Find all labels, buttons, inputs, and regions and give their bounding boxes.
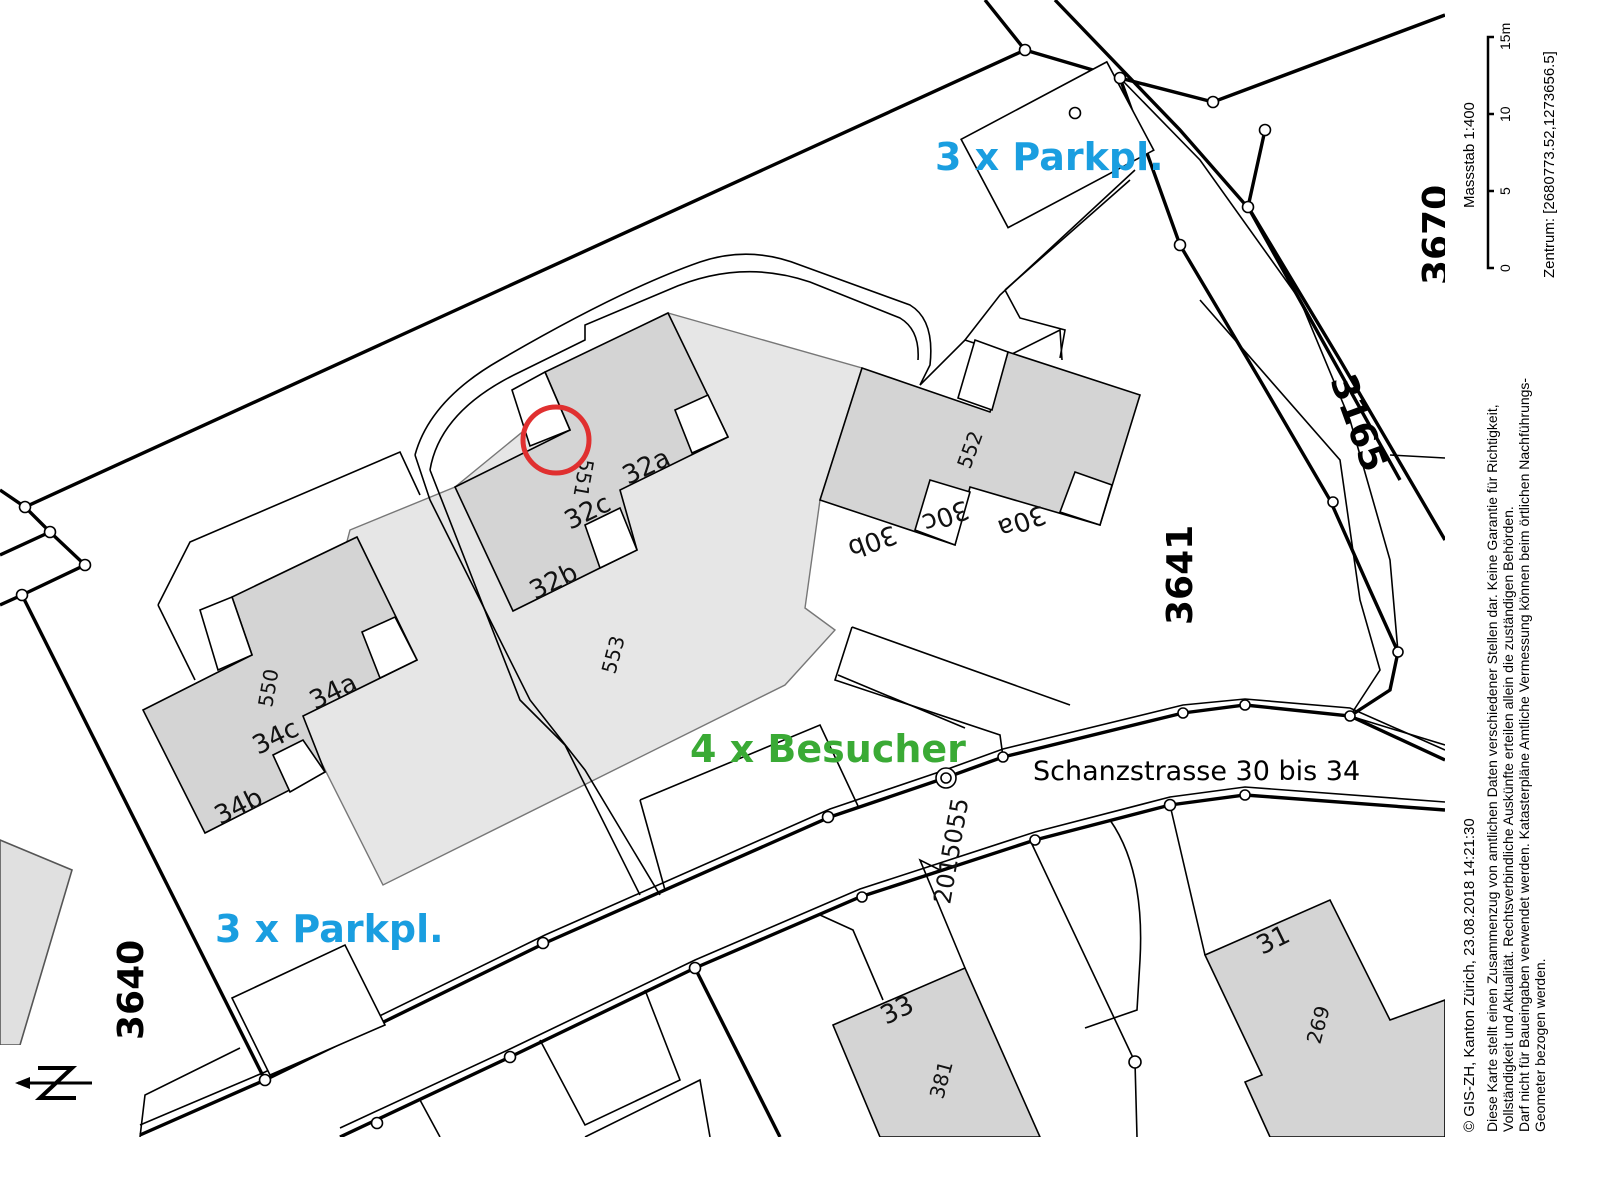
path-west xyxy=(414,454,661,896)
scale-tick-0: 0 xyxy=(1497,264,1513,272)
building-552-notch-1 xyxy=(957,338,1009,412)
annotation-visitors: 4 x Besucher xyxy=(690,727,966,771)
parcel-3641: 3641 xyxy=(1160,525,1201,625)
south-outline-8 xyxy=(419,1099,441,1137)
label-30b: 30b xyxy=(844,518,901,563)
road-east-3 xyxy=(1389,454,1445,459)
label-30a: 30a xyxy=(994,498,1050,543)
scale-tick-10: 10 xyxy=(1497,106,1513,122)
driveway-outline-inner xyxy=(429,270,919,471)
annotation-parking-bottom: 3 x Parkpl. xyxy=(215,907,444,951)
south-outline-1 xyxy=(859,858,966,969)
disclaimer-line-2: Vollständigkeit und Aktualität. Rechtsve… xyxy=(1500,506,1516,1132)
carport-east-3 xyxy=(837,674,966,729)
south-outline-4 xyxy=(1084,819,1142,1029)
parking-box-top xyxy=(960,60,1155,229)
copyright: © GIS-ZH, Kanton Zürich, 23.08.2018 14:2… xyxy=(1461,818,1478,1132)
parking-box-visitors xyxy=(639,723,859,807)
south-outline-5 xyxy=(1169,804,1206,956)
road-3165-boundary xyxy=(983,0,1400,718)
scale-bar: 0 5 10 15m xyxy=(1486,23,1513,272)
north-arrow-icon xyxy=(15,1066,92,1100)
building-550-notch-1 xyxy=(199,595,253,672)
disclaimer-line-4: Geometer bezogen werden. xyxy=(1532,958,1548,1132)
label-road-id: 2015055 xyxy=(928,796,974,906)
road-east-2 xyxy=(1349,715,1445,746)
survey-points xyxy=(15,43,1404,1130)
parcel-3640: 3640 xyxy=(111,940,152,1040)
south-outline-6 xyxy=(539,989,682,1127)
south-outline-3 xyxy=(1029,839,1138,1137)
driveway-outline xyxy=(414,253,932,456)
road-upper-edge-inner xyxy=(139,698,1445,1126)
south-boundary-1 xyxy=(693,967,782,1137)
building-552-notch-2 xyxy=(1058,470,1113,527)
building-550-notch-3 xyxy=(271,738,327,794)
building-551-notch-3 xyxy=(584,506,639,570)
road-lower-edge-inner xyxy=(339,786,1445,1129)
parcel-boundary-nw xyxy=(0,529,88,607)
scale-title: Massstab 1:400 xyxy=(1461,102,1478,208)
south-outline-7 xyxy=(584,1078,711,1137)
disclaimer-line-1: Diese Karte stellt einen Zusammenzug von… xyxy=(1484,404,1500,1132)
outline-34 xyxy=(157,450,421,606)
path-west-2 xyxy=(429,469,641,896)
road-edge-right xyxy=(1199,299,1381,717)
map-center: Zentrum: [2680773.52,1273656.5] xyxy=(1541,51,1558,278)
road-3165-inner xyxy=(1119,77,1399,653)
carport-east-2 xyxy=(851,626,1071,706)
road-upper-edge xyxy=(139,703,1445,1137)
parcel-boundary-west xyxy=(20,594,267,1081)
building-partial-left xyxy=(0,839,73,1046)
disclaimer-line-3: Darf nicht für Baueingaben verwendet wer… xyxy=(1516,378,1532,1132)
parcel-3670: 3670 xyxy=(1416,185,1457,285)
building-552-notch-3 xyxy=(914,479,971,547)
south-outline-2 xyxy=(819,914,884,1001)
building-550-notch-2 xyxy=(360,615,419,680)
parking-box-visitors-b xyxy=(639,799,666,891)
location-marker-circle xyxy=(520,404,592,476)
annotation-parking-top: 3 x Parkpl. xyxy=(935,135,1164,179)
outline-ne-2 xyxy=(964,169,1136,341)
outline-34-b xyxy=(157,604,196,681)
outline-30-b xyxy=(1004,289,1066,359)
north-arrow-background xyxy=(0,1045,100,1140)
parking-box-bottom xyxy=(230,943,387,1077)
building-381 xyxy=(831,966,1041,1137)
parcel-3165: 3165 xyxy=(1322,369,1395,477)
west-road-curve xyxy=(139,1047,241,1137)
road-north-branch xyxy=(1073,13,1445,115)
street-label: Schanzstrasse 30 bis 34 xyxy=(1033,756,1360,787)
building-551-notch-2 xyxy=(673,393,730,455)
scale-tick-15m: 15m xyxy=(1497,23,1513,50)
scale-tick-5: 5 xyxy=(1497,187,1513,195)
building-269 xyxy=(1203,898,1445,1137)
